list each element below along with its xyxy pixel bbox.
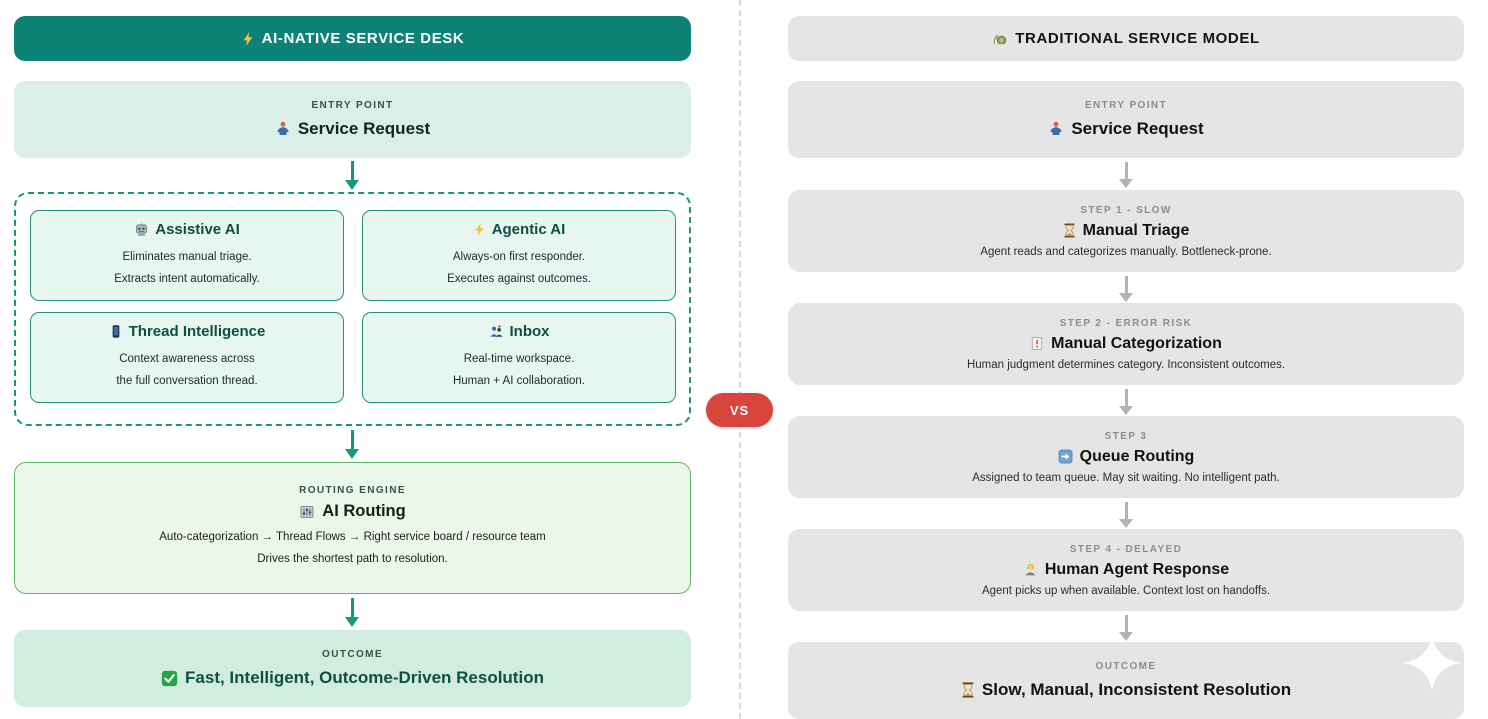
ai-entry-box: ENTRY POINT Service Request	[14, 81, 691, 158]
flow-arrow	[1119, 389, 1133, 415]
robot-icon	[134, 222, 149, 237]
person-icon	[1048, 121, 1064, 137]
routing-engine-title: AI Routing	[322, 502, 406, 521]
step-3-title: Queue Routing	[1079, 447, 1195, 465]
snail-icon	[992, 31, 1008, 47]
flow-arrow	[345, 598, 359, 627]
mobile-phone-icon	[109, 324, 123, 339]
step-1-title: Manual Triage	[1082, 221, 1190, 239]
traditional-header-label: TRADITIONAL SERVICE MODEL	[1015, 30, 1260, 47]
warning-card-icon	[1030, 336, 1044, 351]
card-agentic-ai-title: Agentic AI	[491, 221, 566, 239]
ai-capability-cluster	[14, 192, 691, 426]
routing-engine-box: ROUTING ENGINE AI Routing Auto-categoriz…	[14, 462, 691, 594]
ai-outcome-label: OUTCOME	[322, 649, 383, 660]
traditional-header: TRADITIONAL SERVICE MODEL	[788, 16, 1464, 61]
vs-badge: VS	[706, 393, 773, 427]
ai-native-header: AI-NATIVE SERVICE DESK	[14, 16, 691, 61]
people-icon	[489, 324, 504, 339]
step-4-title: Human Agent Response	[1044, 560, 1230, 578]
step-2-title: Manual Categorization	[1051, 334, 1222, 352]
step-4-desc: Agent picks up when available. Context l…	[981, 584, 1271, 597]
step-4-label: STEP 4 - DELAYED	[1069, 543, 1183, 555]
arrow-right-tile-icon	[1058, 449, 1073, 464]
routing-line1: Auto-categorization → Thread Flows → Rig…	[159, 531, 546, 544]
card-thread-intelligence-title: Thread Intelligence	[128, 323, 266, 341]
check-mark-icon	[161, 670, 178, 687]
card-agentic-ai: Agentic AI Always-on first responder. Ex…	[362, 210, 676, 301]
human-agent-icon	[1023, 562, 1038, 577]
person-icon	[275, 121, 291, 137]
flow-arrow	[1119, 615, 1133, 641]
step-2-desc: Human judgment determines category. Inco…	[966, 358, 1286, 371]
vs-badge-label: VS	[729, 402, 750, 418]
card-thread-intelligence-line2: the full conversation thread.	[116, 374, 258, 387]
center-divider	[739, 0, 741, 719]
card-agentic-ai-line2: Executes against outcomes.	[447, 272, 591, 285]
step-1-label: STEP 1 - SLOW	[1080, 204, 1172, 216]
flow-arrow	[1119, 162, 1133, 188]
ai-outcome-title: Fast, Intelligent, Outcome-Driven Resolu…	[185, 668, 544, 687]
lightning-bolt-icon	[241, 31, 255, 47]
flow-arrow	[1119, 276, 1133, 302]
card-inbox-line2: Human + AI collaboration.	[452, 374, 585, 387]
card-inbox-line1: Real-time workspace.	[463, 353, 575, 366]
traditional-outcome-label: OUTCOME	[1095, 661, 1157, 672]
traditional-entry-box: ENTRY POINT Service Request	[788, 81, 1464, 158]
card-assistive-ai: Assistive AI Eliminates manual triage. E…	[30, 210, 344, 301]
step-1-desc: Agent reads and categorizes manually. Bo…	[980, 245, 1272, 258]
lightning-bolt-icon	[473, 222, 486, 237]
traditional-entry-title: Service Request	[1071, 119, 1204, 138]
flow-arrow	[1119, 502, 1133, 528]
sparkle-watermark-icon	[1403, 634, 1461, 697]
routing-line2: Drives the shortest path to resolution.	[257, 553, 448, 565]
card-inbox: Inbox Real-time workspace. Human + AI co…	[362, 312, 676, 403]
traditional-outcome-title: Slow, Manual, Inconsistent Resolution	[981, 680, 1292, 699]
ai-native-header-label: AI-NATIVE SERVICE DESK	[261, 30, 465, 47]
hourglass-icon	[1063, 223, 1076, 238]
card-thread-intelligence: Thread Intelligence Context awareness ac…	[30, 312, 344, 403]
step-4-box: STEP 4 - DELAYED Human Agent Response Ag…	[788, 529, 1464, 611]
step-1-box: STEP 1 - SLOW Manual Triage Agent reads …	[788, 190, 1464, 272]
step-2-box: STEP 2 - ERROR RISK Manual Categorizatio…	[788, 303, 1464, 385]
flow-arrow	[345, 430, 359, 459]
control-knobs-icon	[299, 504, 315, 520]
card-agentic-ai-line1: Always-on first responder.	[452, 251, 586, 264]
step-2-label: STEP 2 - ERROR RISK	[1059, 317, 1193, 329]
ai-entry-title: Service Request	[297, 119, 431, 138]
routing-engine-label: ROUTING ENGINE	[299, 485, 406, 497]
step-3-desc: Assigned to team queue. May sit waiting.…	[972, 471, 1280, 484]
card-assistive-ai-line2: Extracts intent automatically.	[114, 272, 260, 285]
traditional-outcome-box: OUTCOME Slow, Manual, Inconsistent Resol…	[788, 642, 1464, 719]
hourglass-icon	[961, 682, 975, 698]
step-3-label: STEP 3	[1104, 430, 1148, 442]
card-thread-intelligence-line1: Context awareness across	[119, 353, 255, 366]
ai-outcome-box: OUTCOME Fast, Intelligent, Outcome-Drive…	[14, 630, 691, 707]
card-assistive-ai-line1: Eliminates manual triage.	[122, 251, 252, 264]
flow-arrow	[345, 161, 359, 190]
card-inbox-title: Inbox	[509, 323, 550, 341]
ai-entry-label: ENTRY POINT	[311, 100, 394, 111]
card-assistive-ai-title: Assistive AI	[155, 221, 240, 239]
step-3-box: STEP 3 Queue Routing Assigned to team qu…	[788, 416, 1464, 498]
traditional-entry-label: ENTRY POINT	[1084, 100, 1168, 111]
